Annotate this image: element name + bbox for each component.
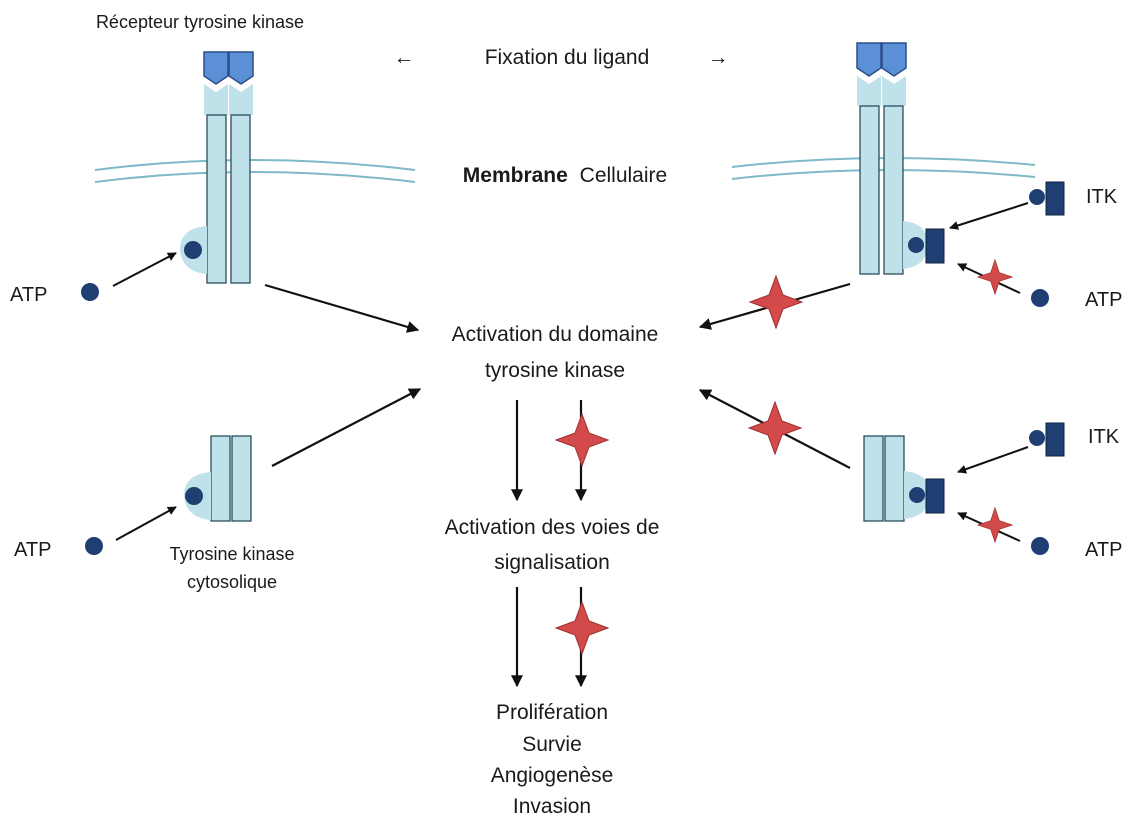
- activation-arrow-left-receptor: [264, 283, 420, 333]
- red-cross-icon: [554, 600, 610, 656]
- atp-label-left-top: ATP: [10, 284, 47, 306]
- cytosolic-label-line1: Tyrosine kinase: [169, 544, 294, 564]
- activation-arrow-cytosolic: [271, 388, 422, 467]
- circle-molecule-icon: [184, 241, 202, 259]
- atp-label-right-bottom: ATP: [1085, 539, 1122, 561]
- circle-molecule-icon: [1031, 289, 1049, 307]
- inhibitor-block-icon: [1045, 181, 1065, 216]
- membrane-label: Membrane Cellulaire: [463, 164, 667, 187]
- activation-domain-line1: Activation du domaine: [452, 323, 659, 346]
- pentagon-domain-icon: [856, 42, 882, 77]
- atp-label-right-top: ATP: [1085, 289, 1122, 311]
- inhibitor-block-icon: [925, 478, 945, 514]
- arrow-left-icon: ←: [394, 46, 415, 69]
- outcome-item: Angiogenèse: [491, 764, 614, 787]
- right-receptor: [856, 42, 945, 275]
- arrow-right-icon: →: [708, 46, 729, 69]
- receptor-chain: [883, 105, 904, 275]
- itk-label-top: ITK: [1086, 186, 1118, 208]
- kinase-chain: [210, 435, 231, 522]
- activation-domain-line2: tyrosine kinase: [485, 359, 625, 382]
- membrane-label-rest: Cellulaire: [580, 164, 668, 187]
- membrane-right: [731, 156, 1036, 180]
- circle-molecule-icon: [185, 487, 203, 505]
- right-cytosolic-kinase: [863, 435, 945, 522]
- pentagon-domain-icon: [228, 51, 254, 85]
- activation-pathways-line1: Activation des voies de: [445, 516, 660, 539]
- outcome-item: Survie: [522, 733, 582, 756]
- red-cross-icon: [976, 258, 1014, 296]
- atp-label-left-bottom: ATP: [14, 539, 51, 561]
- kinase-chain: [231, 435, 252, 522]
- circle-molecule-icon: [909, 487, 925, 503]
- membrane-label-bold: Membrane: [463, 164, 568, 187]
- inhibitor-block-icon: [925, 228, 945, 264]
- red-cross-icon: [554, 412, 610, 468]
- circle-molecule-icon: [85, 537, 103, 555]
- receptor-neck: [204, 84, 228, 115]
- receptor-neck: [857, 76, 881, 106]
- cytosolic-label-line2: cytosolique: [187, 572, 277, 592]
- pentagon-domain-icon: [203, 51, 229, 85]
- pentagon-domain-icon: [881, 42, 907, 77]
- circle-molecule-icon: [1029, 430, 1045, 446]
- itk-label-bottom: ITK: [1088, 426, 1120, 448]
- left-receptor: [180, 51, 254, 284]
- circle-molecule-icon: [908, 237, 924, 253]
- red-cross-icon: [748, 274, 804, 330]
- activation-pathways-line2: signalisation: [494, 551, 610, 574]
- atp-binding-arrow: [115, 506, 177, 541]
- outcome-item: Prolifération: [496, 701, 608, 724]
- itk-binding-arrow: [949, 202, 1029, 230]
- circle-molecule-icon: [1029, 189, 1045, 205]
- membrane-left: [94, 159, 416, 183]
- receptor-chain: [859, 105, 880, 275]
- ligand-binding-label: Fixation du ligand: [485, 46, 650, 69]
- outcome-item: Invasion: [513, 795, 591, 817]
- inhibitor-block-icon: [1045, 422, 1065, 457]
- circle-molecule-icon: [1031, 537, 1049, 555]
- receptor-neck: [882, 76, 906, 106]
- cytosolic-kinase: [184, 435, 252, 522]
- receptor-chain: [206, 114, 227, 284]
- itk-binding-arrow: [957, 446, 1029, 474]
- kinase-chain: [884, 435, 905, 522]
- receptor-title: Récepteur tyrosine kinase: [96, 12, 304, 32]
- receptor-neck: [229, 84, 253, 115]
- circle-molecule-icon: [81, 283, 99, 301]
- outcomes-list: Prolifération Survie Angiogenèse Invasio…: [491, 701, 614, 817]
- atp-binding-arrow: [112, 252, 177, 287]
- receptor-chain: [230, 114, 251, 284]
- red-cross-icon: [976, 506, 1014, 544]
- kinase-chain: [863, 435, 884, 522]
- red-cross-icon: [747, 400, 803, 456]
